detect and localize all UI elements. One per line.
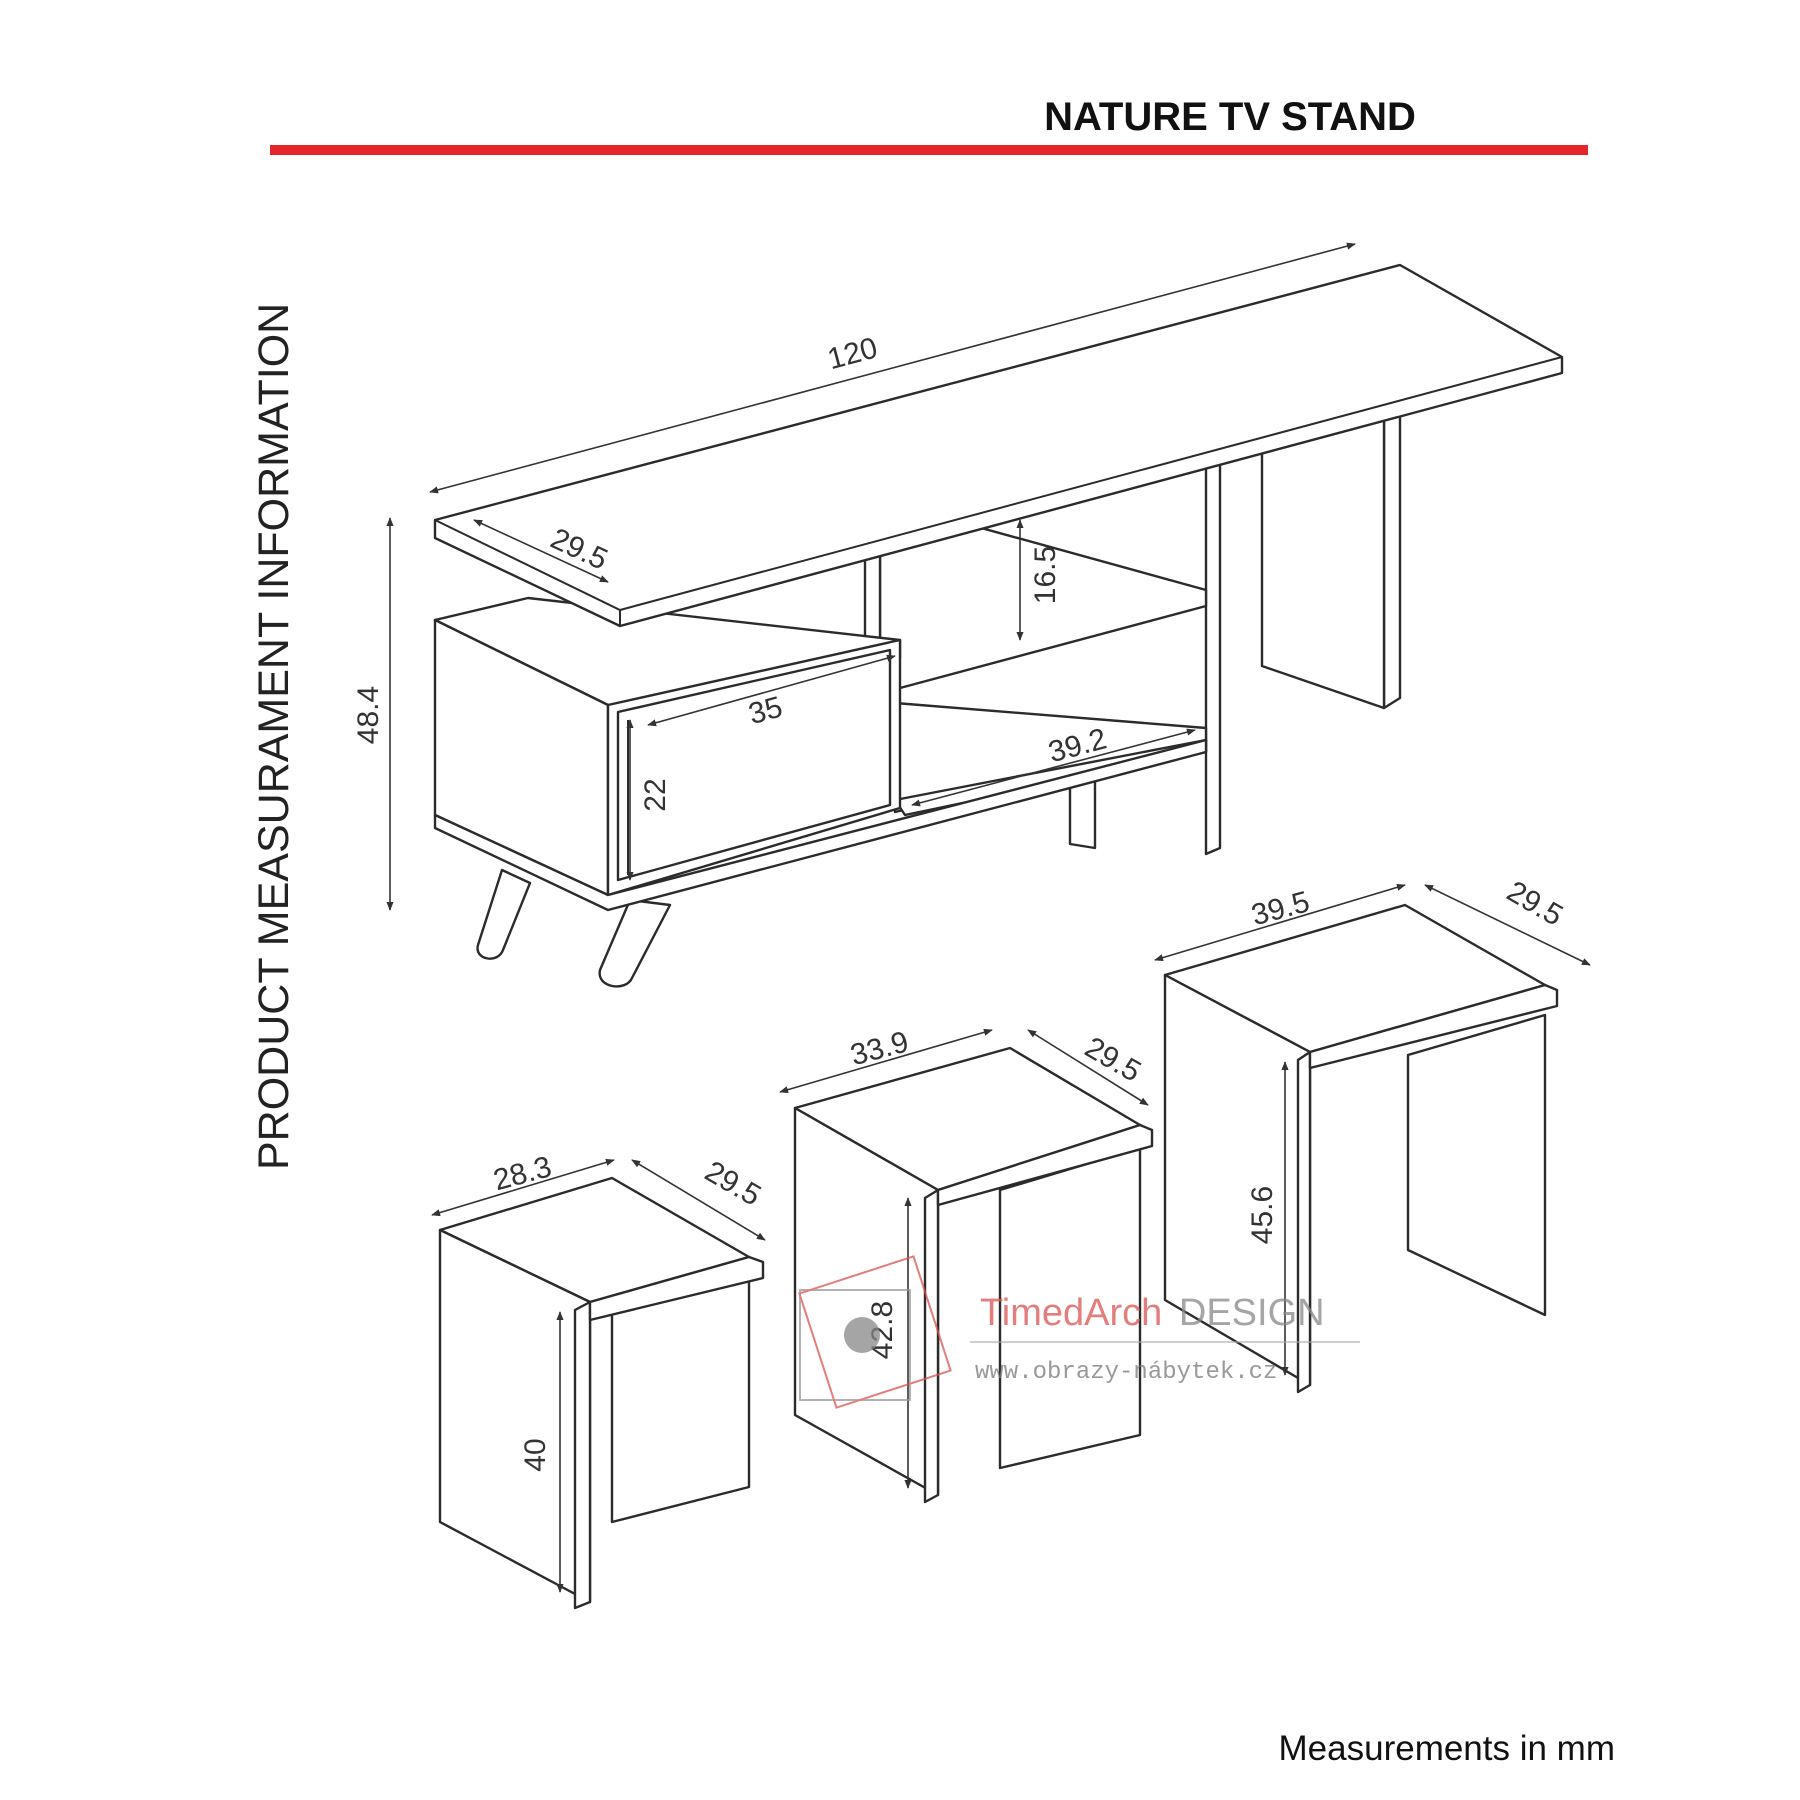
frame-logo-icon xyxy=(798,1255,952,1409)
footer-note: Measurements in mm xyxy=(1279,1729,1615,1768)
drawer-height-label: 22 xyxy=(639,778,672,811)
watermark-brand-part2: DESIGN xyxy=(1179,1292,1325,1334)
small-table-height-label: 40 xyxy=(519,1438,552,1471)
watermark: TimedArch DESIGN www.obrazy-nábytek.cz xyxy=(798,1255,1360,1409)
svg-text:TimedArch DESIGN: TimedArch DESIGN xyxy=(980,1292,1325,1334)
large-table-height-label: 45.6 xyxy=(1246,1186,1279,1244)
page-title: NATURE TV STAND xyxy=(1044,95,1416,139)
watermark-brand-part1: TimedArch xyxy=(980,1292,1162,1334)
medium-table-width-label: 33.9 xyxy=(847,1025,912,1072)
watermark-url: www.obrazy-nábytek.cz xyxy=(975,1359,1277,1386)
medium-table-drawing: 33.9 29.5 42.8 xyxy=(779,1025,1154,1504)
medium-table-depth-label: 29.5 xyxy=(1079,1031,1146,1089)
large-table-drawing: 39.5 29.5 45.6 xyxy=(1154,875,1591,1394)
shelf-height-label: 16.5 xyxy=(1029,546,1062,604)
small-table-drawing: 28.3 29.5 40 xyxy=(431,1150,766,1610)
small-table-depth-label: 29.5 xyxy=(699,1155,766,1213)
tv-stand-drawing: 120 29.5 48.4 16.5 35 22 39.2 xyxy=(352,242,1564,988)
small-table-width-label: 28.3 xyxy=(490,1150,555,1197)
side-label: PRODUCT MEASURAMENT INFORMATION xyxy=(250,303,298,1170)
tv-width-label: 120 xyxy=(824,331,881,376)
large-table-depth-label: 29.5 xyxy=(1501,875,1568,933)
title-underline xyxy=(270,145,1588,155)
large-table-width-label: 39.5 xyxy=(1248,885,1313,932)
tv-height-label: 48.4 xyxy=(352,686,385,744)
